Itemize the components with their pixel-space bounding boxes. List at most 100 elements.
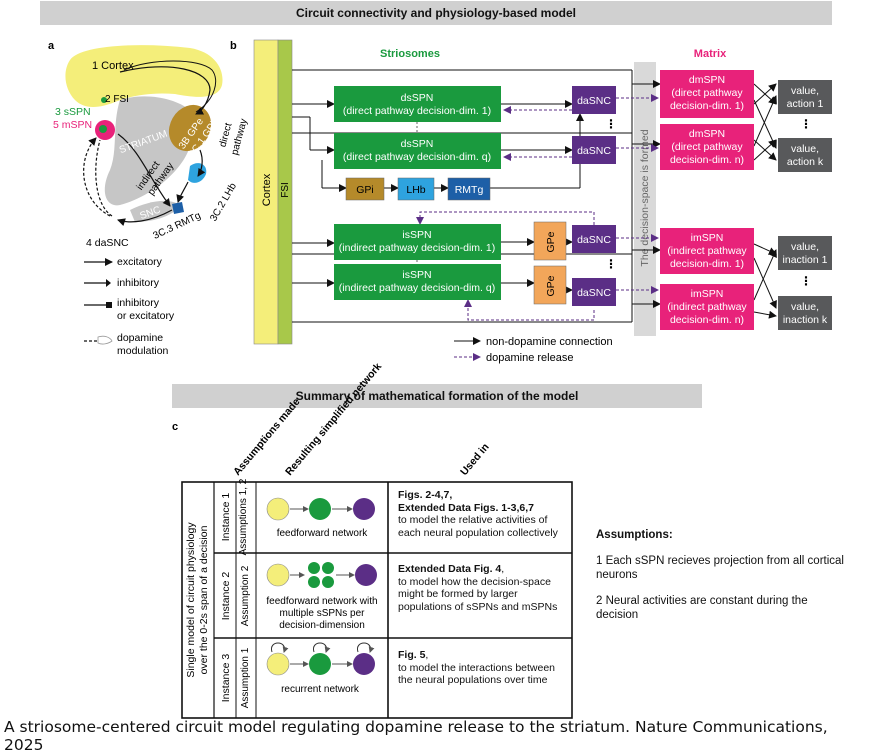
panel-a-legend (84, 258, 113, 345)
gpe-q-box (533, 265, 567, 305)
gpe-1-box (533, 221, 567, 261)
isspn-q-box (334, 264, 501, 300)
imspn-1-title: imSPN (691, 232, 724, 244)
used-in-row-1-bold-1: Figs. 2-4,7, (398, 489, 453, 501)
used-in-row-2-text: to model how the decision-space might be… (398, 575, 558, 613)
value-inaction-1-line2: inaction 1 (783, 254, 828, 266)
dasnc-ellipsis-2: ⋮ (605, 257, 617, 271)
assumption-2-label: Assumption 2 (240, 565, 251, 626)
assumption-1-label: Assumptions 1, 2 (238, 478, 249, 555)
imspn-n-title: imSPN (691, 288, 724, 300)
figure-caption: A striosome-centered circuit model regul… (4, 718, 828, 754)
value-inaction-k-line2: inaction k (783, 314, 828, 326)
used-in-row-2: Extended Data Fig. 4, to model how the d… (398, 563, 570, 613)
value-inaction-k-box (778, 296, 832, 330)
gpe-q-label: GPe (545, 275, 557, 296)
dmspn-n-box (660, 124, 754, 170)
assumption-2-text: 2 Neural activities are constant during … (596, 595, 808, 621)
dmspn-n-line3: decision-dim. n) (670, 154, 744, 166)
panel-letter-c: c (172, 421, 178, 433)
used-in-row-3-bold-2: , (425, 649, 429, 661)
dasnc-1-box (572, 86, 616, 114)
dsspn-q-box (334, 133, 501, 169)
dasnc-4-box (572, 278, 616, 306)
panel-a-anatomy (65, 45, 223, 227)
value-inaction-1-line1: value, (791, 241, 819, 253)
dsspn-1-box (334, 86, 501, 122)
row-header-line1: Single model of circuit physiology (185, 522, 197, 678)
value-ellipsis-2: ⋮ (800, 274, 812, 288)
used-in-row-3-text: to model the interactions between the ne… (398, 661, 556, 687)
used-in-row-3-bold-1: Fig. 5 (398, 649, 426, 661)
middle-header: Summary of mathematical formation of the… (172, 384, 702, 408)
gpe-1-label: GPe (545, 231, 557, 252)
assumptions-header: Assumptions: (596, 529, 673, 541)
network-row-1 (266, 497, 375, 521)
fsi-bar (277, 39, 293, 345)
panel-b-dopamine (416, 94, 659, 321)
dasnc-2-label: daSNC (577, 145, 611, 157)
legend-inhib-or-excit-2: or excitatory (117, 310, 175, 322)
col-header-used-in: Used in (458, 441, 492, 478)
dasnc-3-box (572, 225, 616, 253)
dmspn-1-line3: decision-dim. 1) (670, 100, 744, 112)
label-pathway-direct: pathway (229, 118, 249, 157)
assumptions-box: Assumptions: 1 Each sSPN recieves projec… (596, 528, 846, 634)
value-action-1-line2: action 1 (787, 98, 824, 110)
imspn-n-line2: (indirect pathway (667, 301, 747, 313)
rmtg-label: RMTg (455, 184, 484, 196)
network-row-2-label-3: decision-dimension (279, 620, 365, 631)
gpe-gpi-shape (168, 104, 212, 152)
dsspn-1-subtitle: (direct pathway decision-dim. 1) (343, 105, 491, 117)
cortex-bar-label: Cortex (261, 173, 273, 206)
rmtg-box (447, 177, 491, 201)
value-action-k-line2: action k (787, 156, 824, 168)
col-header-network: Resulting simplified network (283, 361, 384, 478)
panel-letter-b: b (230, 40, 237, 52)
network-row-3-label: recurrent network (281, 684, 360, 695)
legend-inhib-or-excit-1: inhibitory (117, 297, 160, 309)
network-row-2-label-2: multiple sSPNs per (279, 608, 365, 619)
dasnc-4-label: daSNC (577, 287, 611, 299)
dasnc-1-label: daSNC (577, 95, 611, 107)
label-mspn: 5 mSPN (53, 119, 92, 131)
sspn-shape (99, 125, 107, 133)
network-row-3 (266, 642, 375, 676)
imspn-1-box (660, 228, 754, 274)
dsspn-1-title: dsSPN (401, 92, 434, 104)
imspn-1-line2: (indirect pathway (667, 245, 747, 257)
isspn-1-subtitle: (indirect pathway decision-dim. 1) (339, 242, 495, 254)
dsspn-q-title: dsSPN (401, 138, 434, 150)
dmspn-n-line2: (direct pathway (671, 141, 743, 153)
top-header: Circuit connectivity and physiology-base… (40, 1, 832, 25)
rmtg-shape (172, 202, 184, 214)
legend-dopamine-2: modulation (117, 345, 169, 357)
instance-2-label: Instance 2 (220, 572, 232, 621)
lhb-label: LHb (406, 184, 425, 196)
label-lhb: 3C.2 LHb (208, 181, 239, 223)
dsspn-q-subtitle: (direct pathway decision-dim. q) (343, 151, 491, 163)
dmspn-n-title: dmSPN (689, 128, 725, 140)
value-action-k-line1: value, (791, 143, 819, 155)
lhb-shape (188, 163, 207, 183)
network-row-1-label: feedforward network (277, 528, 369, 539)
network-row-2 (266, 562, 377, 588)
dasnc-3-label: daSNC (577, 234, 611, 246)
value-inaction-1-box (778, 236, 832, 270)
cortex-shape (65, 45, 223, 107)
used-in-row-1-text: to model the relative activities of each… (398, 514, 558, 539)
decision-space-label: The decision-space is formed (639, 129, 651, 266)
used-in-row-3: Fig. 5, to model the interactions betwee… (398, 649, 570, 687)
used-in-row-2-bold-1: Extended Data Fig. 4 (398, 563, 502, 575)
cortex-bar (253, 39, 279, 345)
matrix-label: Matrix (694, 48, 727, 60)
legend-nondopamine-label: non-dopamine connection (486, 336, 613, 348)
imspn-n-line3: decision-dim. n) (670, 314, 744, 326)
value-inaction-k-line1: value, (791, 301, 819, 313)
lhb-box (397, 177, 435, 201)
panel-letter-a: a (48, 40, 55, 52)
imspn-1-line3: decision-dim. 1) (670, 258, 744, 270)
value-action-1-box (778, 80, 832, 114)
label-dasnc: 4 daSNC (86, 237, 129, 249)
decision-space-band (634, 62, 656, 336)
